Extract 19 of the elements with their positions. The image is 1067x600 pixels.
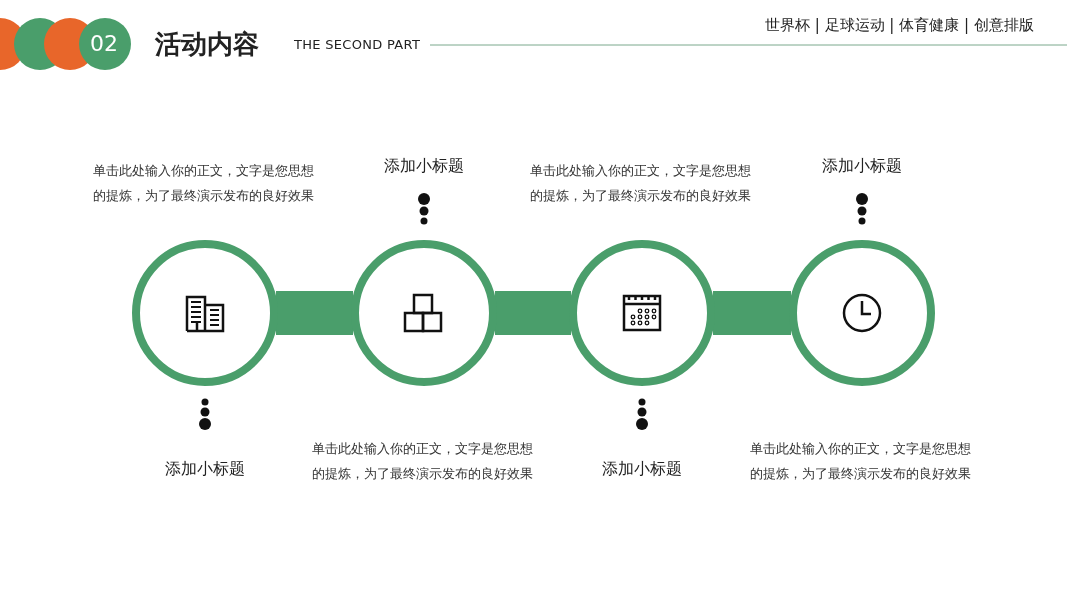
connector-band [713,291,791,335]
body-text: 单击此处输入你的正文，文字是您思想的提炼，为了最终演示发布的良好效果 [750,440,972,483]
body-text: 单击此处输入你的正文，文字是您思想的提炼，为了最终演示发布的良好效果 [93,162,315,205]
section-number: 02 [90,31,118,56]
circle-node [132,240,278,386]
subheading: 添加小标题 [822,156,902,177]
body-text: 单击此处输入你的正文，文字是您思想的提炼，为了最终演示发布的良好效果 [530,162,752,205]
circle-node [351,240,497,386]
subheading: 添加小标题 [384,156,464,177]
subheading: 添加小标题 [165,459,245,480]
circle-node [789,240,935,386]
connector-band [495,291,571,335]
header-tags: 世界杯 | 足球运动 | 体育健康 | 创意排版 [765,16,1034,35]
circle-node [569,240,715,386]
section-subtitle: THE SECOND PART [294,37,421,52]
slide-title: 活动内容 [155,28,259,61]
connector-band [276,291,353,335]
subheading: 添加小标题 [602,459,682,480]
body-text: 单击此处输入你的正文，文字是您思想的提炼，为了最终演示发布的良好效果 [312,440,534,483]
